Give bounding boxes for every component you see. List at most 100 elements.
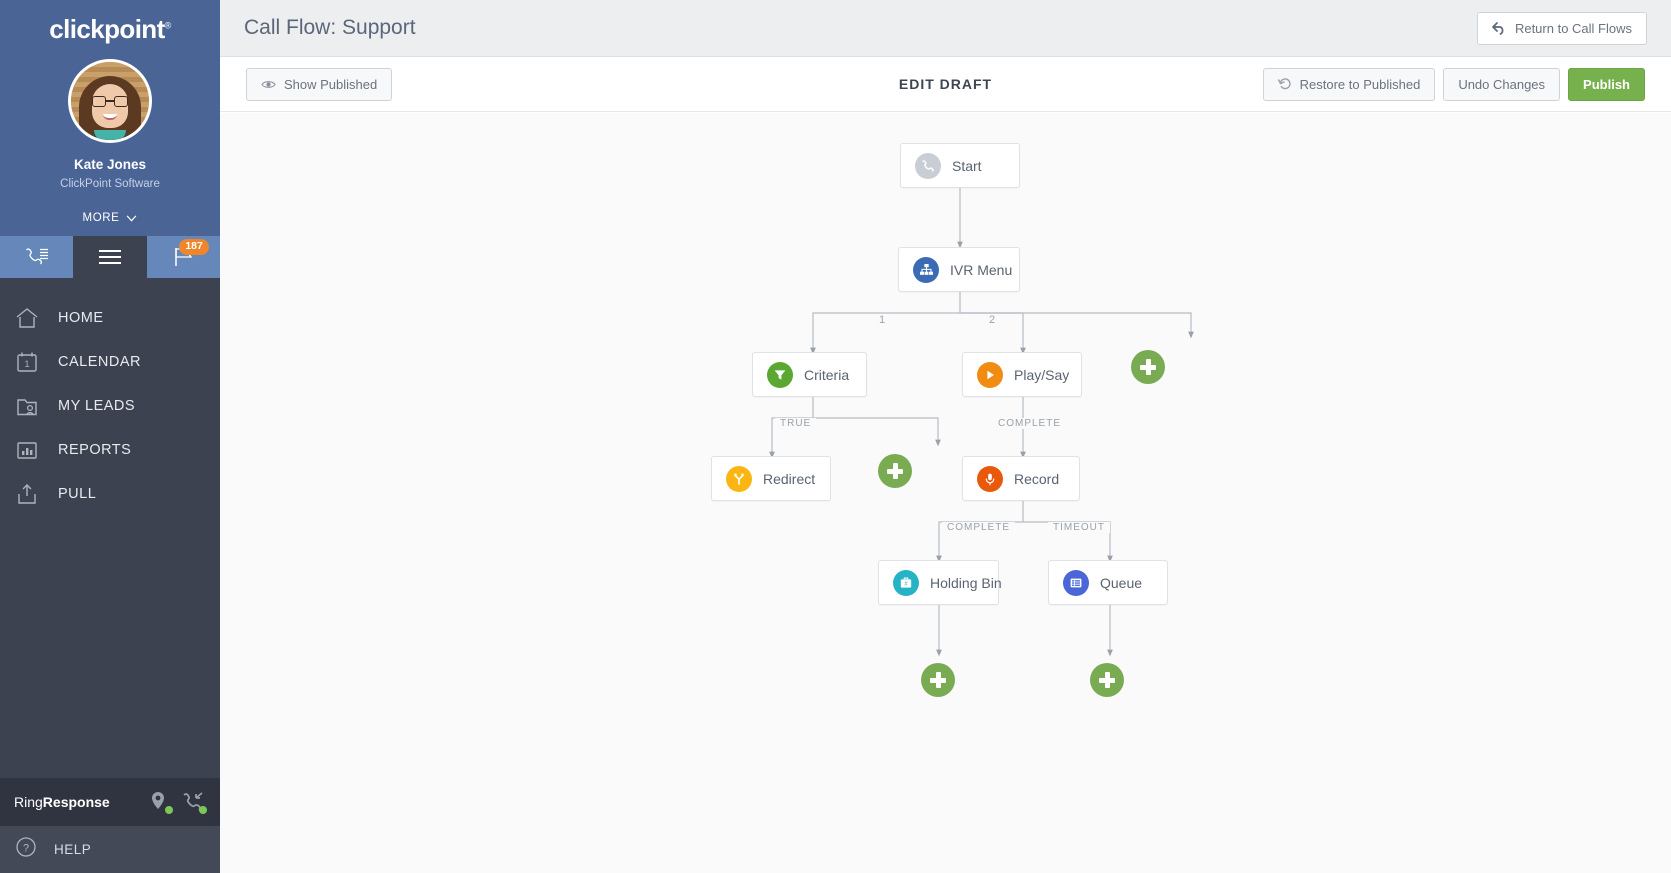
flow-node-label: IVR Menu — [950, 261, 1013, 278]
phone-icon — [915, 152, 941, 179]
restore-icon — [1277, 78, 1291, 90]
avatar-smile — [103, 114, 117, 120]
return-to-call-flows-button[interactable]: Return to Call Flows — [1476, 11, 1647, 45]
sidebar-icon-call-list[interactable] — [0, 236, 74, 278]
undo-changes-button[interactable]: Undo Changes — [1443, 67, 1561, 101]
avatar-wrapper — [0, 59, 220, 143]
location-pin-icon[interactable] — [148, 790, 173, 814]
queue-list-icon — [1063, 569, 1089, 596]
add-node-button[interactable] — [921, 663, 955, 697]
show-published-button[interactable]: Show Published — [246, 67, 393, 101]
flow-edge-label: TIMEOUT — [1048, 522, 1110, 533]
flow-node-label: Redirect — [763, 470, 816, 487]
flow-node-ivr[interactable]: IVR Menu — [898, 247, 1020, 292]
chevron-down-icon — [127, 214, 137, 222]
flow-node-start[interactable]: Start — [900, 143, 1020, 188]
sidebar: clickpoint® Ka — [0, 0, 220, 873]
more-toggle[interactable]: MORE — [0, 190, 220, 236]
svg-text:#: # — [904, 581, 908, 587]
flow-node-label: Start — [952, 157, 982, 174]
avatar-portrait — [71, 62, 149, 140]
glasses-icon — [92, 96, 128, 107]
draft-toolbar: Show Published EDIT DRAFT Restore to Pub… — [220, 57, 1671, 112]
sidebar-item-calendar[interactable]: 1 CALENDAR — [0, 340, 220, 384]
page-title: Call Flow: Support — [244, 16, 416, 39]
flow-node-redirect[interactable]: Redirect — [711, 456, 831, 501]
sidebar-item-help[interactable]: ? HELP — [0, 826, 220, 873]
sidebar-item-pull[interactable]: PULL — [0, 472, 220, 516]
sitemap-icon — [913, 256, 939, 283]
page-header: Call Flow: Support Return to Call Flows — [220, 0, 1671, 57]
flow-node-playsay[interactable]: Play/Say — [962, 352, 1082, 397]
calendar-icon: 1 — [14, 349, 40, 375]
publish-label: Publish — [1583, 76, 1630, 92]
flow-node-label: Holding Bin — [930, 574, 1002, 591]
avatar[interactable] — [68, 59, 152, 143]
status-dot — [199, 806, 207, 814]
publish-button[interactable]: Publish — [1568, 67, 1645, 101]
ringresponse-bar: RingResponse — [0, 778, 220, 826]
show-published-label: Show Published — [284, 76, 378, 92]
brand-name: clickpoint — [49, 14, 165, 44]
flow-edge-label: 2 — [984, 314, 1001, 326]
status-dot — [165, 806, 173, 814]
user-company: ClickPoint Software — [60, 178, 160, 190]
add-node-button[interactable] — [1131, 350, 1165, 384]
flow-node-holdingbin[interactable]: # Holding Bin — [878, 560, 1002, 605]
sidebar-icon-flag[interactable]: 187 — [146, 236, 220, 278]
sidebar-profile-panel: clickpoint® Ka — [0, 0, 220, 236]
flow-node-label: Play/Say — [1014, 366, 1070, 383]
more-label: MORE — [82, 212, 120, 224]
sidebar-iconbar: 187 — [0, 236, 220, 278]
sidebar-nav: HOME 1 CALENDAR — [0, 278, 220, 778]
leads-folder-icon — [14, 393, 40, 419]
ringresponse-label: RingResponse — [14, 794, 138, 810]
flow-node-record[interactable]: Record — [962, 456, 1080, 501]
flow-edge-label: COMPLETE — [993, 418, 1067, 429]
flow-node-queue[interactable]: Queue — [1048, 560, 1168, 605]
draft-toolbar-actions: Restore to Published Undo Changes Publis… — [1262, 67, 1645, 101]
sidebar-item-home[interactable]: HOME — [0, 296, 220, 340]
sidebar-item-label: HOME — [58, 310, 104, 326]
user-name: Kate Jones — [73, 157, 147, 172]
restore-to-published-label: Restore to Published — [1299, 76, 1421, 92]
flow-edge-label: COMPLETE — [942, 522, 1016, 533]
avatar-necklace — [94, 130, 126, 140]
restore-to-published-button[interactable]: Restore to Published — [1262, 67, 1436, 101]
main-area: Call Flow: Support Return to Call Flows … — [220, 0, 1671, 873]
brand-logo: clickpoint® — [0, 8, 220, 49]
upload-pull-icon — [14, 481, 40, 507]
sidebar-item-reports[interactable]: REPORTS — [0, 428, 220, 472]
svg-text:1: 1 — [24, 359, 29, 369]
eye-icon — [261, 80, 276, 88]
redirect-icon — [726, 465, 752, 492]
add-node-button[interactable] — [1090, 663, 1124, 697]
flow-edge-label: 1 — [874, 314, 891, 326]
briefcase-icon: # — [893, 569, 919, 596]
filter-icon — [767, 361, 793, 388]
play-icon — [977, 361, 1003, 388]
sidebar-item-my-leads[interactable]: MY LEADS — [0, 384, 220, 428]
call-list-icon — [25, 248, 48, 265]
sidebar-icon-menu[interactable] — [73, 236, 147, 278]
flag-badge-count: 187 — [179, 239, 209, 255]
flow-node-label: Criteria — [804, 366, 850, 383]
call-incoming-icon[interactable] — [182, 790, 207, 814]
undo-arrow-icon — [1492, 21, 1504, 35]
flow-node-label: Record — [1014, 470, 1060, 487]
home-icon — [14, 305, 40, 331]
hamburger-menu-icon — [98, 246, 121, 268]
sidebar-item-label: REPORTS — [58, 442, 132, 458]
flow-node-label: Queue — [1100, 574, 1143, 591]
question-circle-icon: ? — [14, 835, 38, 864]
add-node-button[interactable] — [878, 454, 912, 488]
sidebar-item-label: MY LEADS — [58, 398, 136, 414]
return-to-call-flows-label: Return to Call Flows — [1514, 20, 1632, 36]
sidebar-item-label: PULL — [58, 486, 97, 502]
flow-node-criteria[interactable]: Criteria — [752, 352, 867, 397]
microphone-icon — [977, 465, 1003, 492]
flow-edge-label: TRUE — [775, 418, 817, 429]
